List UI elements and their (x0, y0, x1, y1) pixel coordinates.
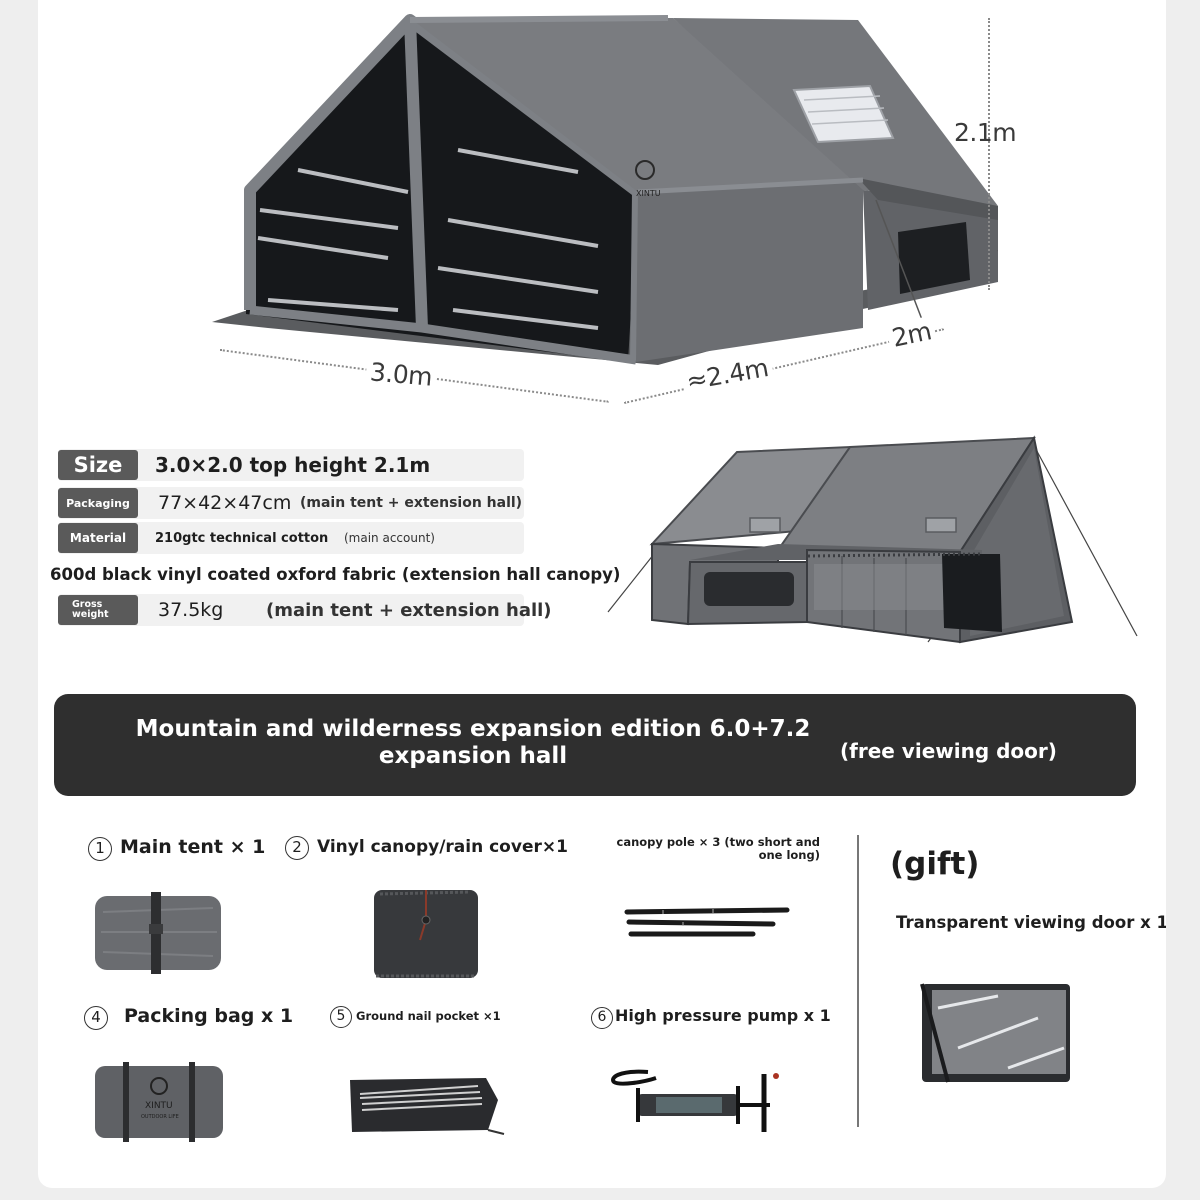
spec-value-material: 210gtc technical cotton (155, 530, 329, 546)
gift-title: (gift) (890, 846, 980, 882)
item-number-1: 1 (88, 837, 112, 861)
item-canopy-text: Vinyl canopy/rain cover×1 (317, 837, 568, 857)
item-number-6: 6 (591, 1007, 613, 1029)
spec-tag-packaging: Packaging (58, 488, 138, 518)
item-canopy-label: 2 Vinyl canopy/rain cover×1 (285, 836, 568, 860)
edition-banner: Mountain and wilderness expansion editio… (54, 694, 1136, 796)
spec-row-packaging: Packaging 77×42×47cm (main tent + extens… (58, 487, 524, 519)
gift-label: Transparent viewing door x 1 (896, 913, 1166, 932)
item-packing-bag-text: Packing bag x 1 (124, 1005, 294, 1027)
length-dimension-label: 3.0m (364, 356, 438, 393)
item-nail-pocket-text: Ground nail pocket ×1 (356, 1009, 501, 1023)
main-tent-bag-image (95, 892, 221, 974)
spec-row-weight: Gross weight 37.5kg (main tent + extensi… (58, 594, 552, 626)
packing-bag-image: XINTU OUTDOOR LIFE (95, 1062, 223, 1142)
spec-note-weight: (main tent + extension hall) (266, 599, 552, 621)
spec-value-weight: 37.5kg (158, 599, 224, 621)
height-dimension-line (988, 18, 990, 290)
item-number-2: 2 (285, 836, 309, 860)
spec-material-extra: 600d black vinyl coated oxford fabric (e… (50, 565, 621, 584)
spec-note-packaging: (main tent + extension hall) (300, 495, 523, 511)
spec-value-packaging: 77×42×47cm (158, 492, 292, 514)
spec-value-size: 3.0×2.0 top height 2.1m (155, 453, 431, 477)
main-tent-illustration: XINTU (212, 14, 998, 365)
gift-divider (857, 835, 859, 1127)
nail-pocket-image (350, 1078, 505, 1135)
item-number-4: 4 (84, 1006, 108, 1030)
bag-logo-text: XINTU (145, 1101, 173, 1111)
item-nail-pocket-label: 5 Ground nail pocket ×1 (330, 1006, 501, 1028)
height-dimension-label: 2.1m (954, 118, 1017, 147)
spec-note-material: (main account) (344, 531, 435, 545)
item-main-tent-text: Main tent × 1 (120, 836, 266, 858)
canopy-poles-image (624, 907, 790, 937)
spec-tag-material: Material (58, 523, 138, 553)
spec-tag-weight: Gross weight (58, 595, 138, 625)
item-pump-text: High pressure pump x 1 (615, 1006, 831, 1025)
product-page: XINTU 2.1m 3.0m ≈2.4m 2m Size 3.0×2.0 to… (38, 0, 1166, 1188)
spec-tag-weight-line2: weight (72, 609, 109, 620)
spec-tag-size: Size (58, 450, 138, 480)
tent-logo-text: XINTU (636, 189, 661, 198)
canopy-bag-image (374, 890, 478, 978)
item-number-5: 5 (330, 1006, 352, 1028)
banner-aside: (free viewing door) (840, 739, 1057, 763)
canopy-tent-illustration (607, 435, 1138, 644)
pump-image (611, 1069, 779, 1132)
bag-logo-subtext: OUTDOOR LIFE (141, 1114, 179, 1120)
item-main-tent-label: 1 Main tent × 1 (88, 836, 265, 861)
item-canopy-pole-label: canopy pole × 3 (two short and one long) (616, 835, 821, 862)
banner-title: Mountain and wilderness expansion editio… (135, 716, 811, 769)
spec-row-size: Size 3.0×2.0 top height 2.1m (58, 449, 524, 481)
item-packing-bag-label: 4 Packing bag x 1 (84, 1005, 293, 1030)
spec-tag-weight-line1: Gross (72, 599, 103, 610)
viewing-door-image (920, 983, 1070, 1083)
spec-row-material: Material 210gtc technical cotton (main a… (58, 522, 524, 554)
